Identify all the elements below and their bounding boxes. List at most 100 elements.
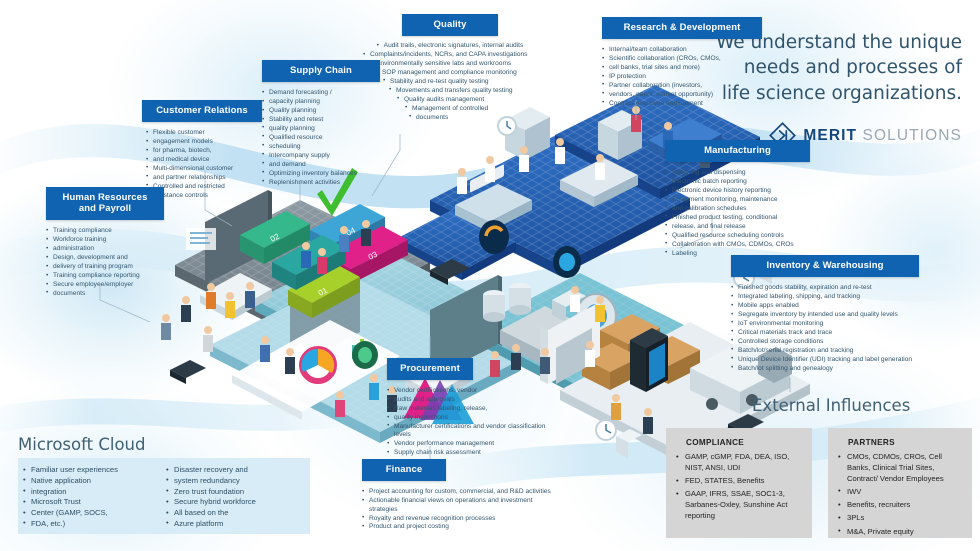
list-item-cont: quality inspections <box>387 413 559 422</box>
list-item: Zero trust foundation <box>165 486 302 498</box>
step-block-02: 02 <box>240 211 310 264</box>
block-finance: Finance Project accounting for custom, c… <box>362 459 562 532</box>
block-procurement-list: Vendor certifications, vendor audits and… <box>387 387 559 458</box>
list-item: Supply chain risk assessment <box>387 449 559 458</box>
title-line-1: Human Resources <box>62 192 148 203</box>
list-item: Collaboration with CMOs, CDMOs, CROs <box>665 240 810 249</box>
list-item: Multi-dimensional customer <box>146 164 262 173</box>
block-procurement: Procurement Vendor certifications, vendo… <box>387 358 559 458</box>
list-item: Unique Device Identifier (UDI) tracking … <box>731 355 919 364</box>
list-item: Training compliance <box>46 227 164 236</box>
block-supply-chain-list: Demand forecasting / capacity planning Q… <box>262 89 380 187</box>
list-item: GAAP, IFRS, SSAE, SOC1-3, Sarbanes-Oxley… <box>674 489 802 521</box>
block-research-development-list: Internal/team collaboration Scientific c… <box>602 46 762 109</box>
list-item-cont: system redundancy <box>165 475 302 487</box>
block-quality-list: Audit trails, electronic signatures, int… <box>355 42 545 122</box>
list-item: IWV <box>836 486 964 498</box>
block-manufacturing: Manufacturing Weighing and dispensing El… <box>665 140 810 259</box>
list-item: Manufacturer certifications and vendor c… <box>387 422 559 440</box>
block-human-resources-payroll: Human Resources and Payroll Training com… <box>46 187 164 299</box>
list-item-cont: and calibration schedules <box>665 204 810 213</box>
compliance-panel: COMPLIANCE GAMP, cGMP, FDA, DEA, ISO, NI… <box>666 428 812 538</box>
list-item: Demand forecasting / <box>262 89 380 98</box>
list-item: Project accounting for custom, commercia… <box>362 488 562 497</box>
list-item: Secure employee/employer <box>46 281 164 290</box>
list-item: 3PLs <box>836 513 964 524</box>
list-item: Partner collaboration (investors, <box>602 81 762 90</box>
list-item: Raw materials labeling, release, <box>387 405 559 414</box>
partners-list: CMOs, CDMOs, CROs, Cell Banks, Clinical … <box>836 451 964 538</box>
list-item: Qualified resource <box>262 133 380 142</box>
list-item-cont: Center (GAMP, SOCS, <box>22 508 159 519</box>
list-item-cont: delivery of training program <box>46 263 164 272</box>
block-finance-list: Project accounting for custom, commercia… <box>362 488 562 532</box>
partners-heading: PARTNERS <box>848 438 895 447</box>
partners-panel: PARTNERS CMOs, CDMOs, CROs, Cell Banks, … <box>828 428 972 538</box>
list-item: M&A, Private equity <box>836 526 964 538</box>
headline-line-2: needs and processes of <box>743 57 962 79</box>
list-item-cont: documents <box>46 289 164 298</box>
list-item-cont: engagement models <box>146 138 262 147</box>
list-item: Labeling <box>665 249 810 258</box>
block-supply-chain: Supply Chain Demand forecasting / capaci… <box>262 60 380 188</box>
list-item-cont: vendors, peers, market opportunity) <box>602 90 762 99</box>
list-item: Secure hybrid workforce <box>165 497 302 508</box>
list-item: SOP management and compliance monitoring <box>375 68 517 77</box>
list-item-cont: for pharma, biotech, <box>146 147 262 156</box>
list-item: Mobile apps enabled <box>731 302 919 311</box>
list-item: Scientific collaboration (CROs, CMOs, <box>602 55 762 64</box>
headline-line-1: We understand the unique <box>716 32 962 53</box>
external-influences-title: External Influences <box>752 396 911 415</box>
logo-word-merit: MERIT <box>803 126 858 144</box>
list-item-cont: integration <box>22 486 159 498</box>
list-item-cont: and medical device <box>146 155 262 164</box>
list-item: Complaints/incidents, NCRs, and CAPA inv… <box>363 51 527 60</box>
block-manufacturing-list: Weighing and dispensing Electronic batch… <box>665 169 810 258</box>
list-item: Integrated labeling, shipping, and track… <box>731 293 919 302</box>
block-inventory-warehousing: Inventory & Warehousing Finished goods s… <box>731 255 919 374</box>
list-item: Qualified resource scheduling controls <box>665 231 810 240</box>
list-item: Quality planning <box>262 107 380 116</box>
block-manufacturing-title: Manufacturing <box>665 140 810 163</box>
scene-props <box>170 116 786 458</box>
list-item: Batch/lot splitting and genealogy <box>731 364 919 373</box>
microsoft-cloud-column-1: Familiar user experiences Native applica… <box>22 465 159 529</box>
list-item: Product and project costing <box>362 523 562 532</box>
list-item: Disaster recovery and <box>165 465 302 476</box>
list-item-cont: audits and approvals <box>387 396 559 405</box>
list-item: Vendor performance management <box>387 440 559 449</box>
list-item: Actionable financial views on operations… <box>362 497 562 514</box>
block-customer-relations-list: Flexible customer engagement models for … <box>142 129 262 200</box>
list-item: Controlled and restricted <box>146 182 262 191</box>
list-item: Optimizing inventory balances <box>262 169 380 178</box>
block-supply-chain-title: Supply Chain <box>262 60 380 83</box>
list-item: Weighing and dispensing <box>665 169 810 178</box>
block-quality-title: Quality <box>402 14 498 37</box>
block-customer-relations-title: Customer Relations <box>142 100 262 123</box>
list-item: Equipment monitoring, maintenance <box>665 195 810 204</box>
platform-lab-small-left <box>398 210 516 280</box>
block-quality: Quality Audit trails, electronic signatu… <box>355 14 545 123</box>
list-item-cont: cell banks, trial sites and more) <box>602 64 762 73</box>
list-item: Familiar user experiences <box>22 465 159 476</box>
list-item: Finished product testing, conditional <box>665 213 810 222</box>
list-item-cont: quality planning <box>262 124 380 133</box>
list-item: Environmentally sensitive labs and workr… <box>369 60 511 69</box>
list-item-cont: documents <box>409 113 448 122</box>
list-item: Native application <box>22 475 159 487</box>
block-inventory-warehousing-list: Finished goods stability, expiration and… <box>731 284 919 373</box>
list-item: Workforce training <box>46 236 164 245</box>
list-item-cont: and partner relationships <box>146 173 262 182</box>
list-item-cont: capacity planning <box>262 98 380 107</box>
list-item: Audit trails, electronic signatures, int… <box>377 42 524 51</box>
list-item: Movements and transfers quality testing <box>389 86 513 95</box>
microsoft-cloud-column-2: Disaster recovery and system redundancy … <box>165 465 302 529</box>
block-customer-relations: Customer Relations Flexible customer eng… <box>142 100 262 201</box>
list-item: Stability and retest <box>262 115 380 124</box>
list-item: Vendor certifications, vendor <box>387 387 559 396</box>
logo-wordmark: MERIT SOLUTIONS <box>803 127 962 145</box>
list-item: GAMP, cGMP, FDA, DEA, ISO, NIST, ANSI, U… <box>674 452 802 474</box>
list-item: Replenishment activities <box>262 178 380 187</box>
list-item: Controlled storage conditions <box>731 337 919 346</box>
